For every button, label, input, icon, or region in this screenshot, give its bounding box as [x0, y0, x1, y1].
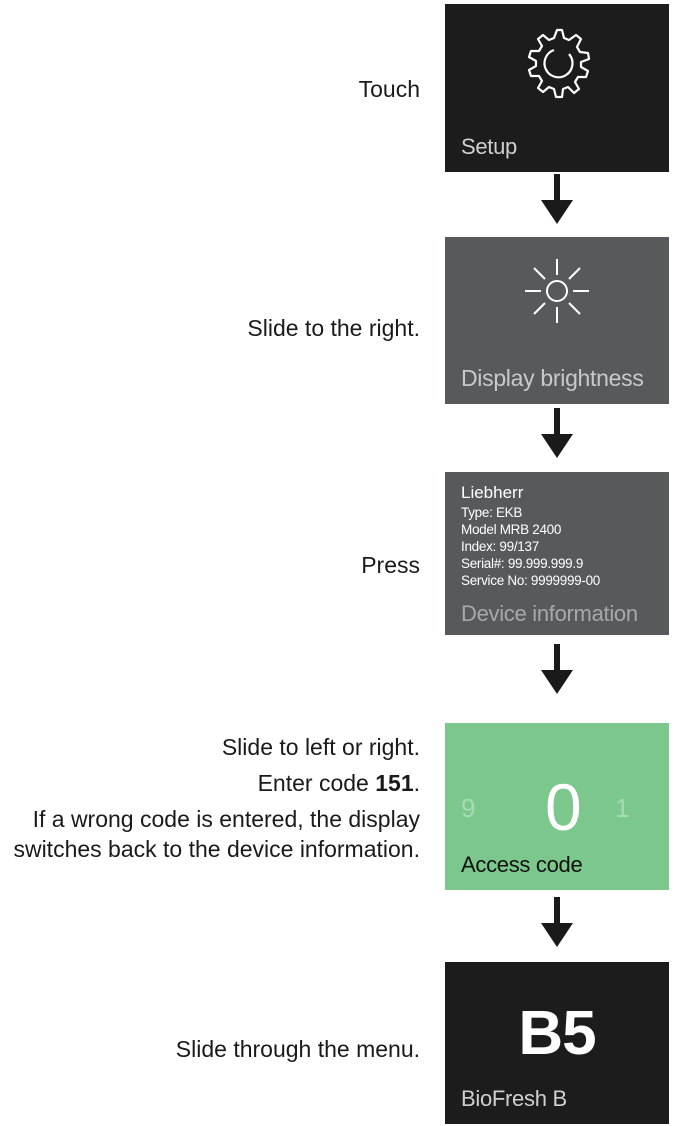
device-information-label: Device information — [461, 601, 638, 626]
down-arrow-icon — [541, 644, 573, 694]
setup-label: Setup — [461, 134, 517, 159]
instruction-press: Press — [0, 550, 420, 580]
down-arrow-icon — [541, 408, 573, 458]
device-index: Index: 99/137 — [461, 539, 539, 554]
biofresh-screen[interactable]: B5 BioFresh B — [445, 962, 669, 1124]
instruction-access-code: Slide to left or right. Enter code 151. … — [0, 730, 420, 864]
instruction-enter-code: Enter code 151. — [0, 766, 420, 800]
instruction-text: Slide to the right. — [247, 315, 420, 341]
menu-code: B5 — [518, 999, 596, 1068]
access-code-value: 151 — [375, 770, 414, 796]
current-digit[interactable]: 0 — [545, 770, 582, 844]
enter-code-suffix: . — [413, 770, 420, 796]
instruction-wrong-code: If a wrong code is entered, the display … — [13, 806, 420, 862]
manufacturer-name: Liebherr — [461, 483, 524, 502]
instruction-slide-right: Slide to the right. — [0, 313, 420, 343]
instruction-touch: Touch — [0, 74, 420, 104]
code-digit-picker[interactable]: 9 0 1 — [445, 767, 669, 847]
device-serial: Serial#: 99.999.999.9 — [461, 556, 584, 571]
access-code-screen[interactable]: 9 0 1 Access code — [445, 723, 669, 890]
instruction-text: Touch — [358, 76, 420, 102]
device-information-screen[interactable]: Liebherr Type: EKB Model MRB 2400 Index:… — [445, 472, 669, 635]
down-arrow-icon — [541, 174, 573, 224]
display-brightness-label: Display brightness — [461, 365, 644, 391]
enter-code-prefix: Enter code — [257, 770, 376, 796]
device-model: Model MRB 2400 — [461, 522, 562, 537]
instruction-text: Press — [361, 552, 420, 578]
access-code-label: Access code — [461, 852, 583, 877]
previous-digit[interactable]: 9 — [461, 793, 476, 823]
device-service-no: Service No: 9999999-00 — [461, 573, 600, 588]
device-type: Type: EKB — [461, 505, 523, 520]
next-digit[interactable]: 1 — [615, 793, 630, 823]
sun-icon — [525, 259, 589, 323]
biofresh-label: BioFresh B — [461, 1086, 567, 1111]
down-arrow-icon — [541, 897, 573, 947]
display-brightness-screen[interactable]: Display brightness — [445, 237, 669, 404]
instruction-slide-menu: Slide through the menu. — [0, 1034, 420, 1064]
device-info-block: Liebherr Type: EKB Model MRB 2400 Index:… — [461, 482, 600, 589]
gear-icon — [527, 28, 591, 99]
instruction-text: Slide through the menu. — [175, 1036, 420, 1062]
setup-screen[interactable]: Setup — [445, 4, 669, 172]
instruction-slide-left-right: Slide to left or right. — [221, 734, 420, 760]
